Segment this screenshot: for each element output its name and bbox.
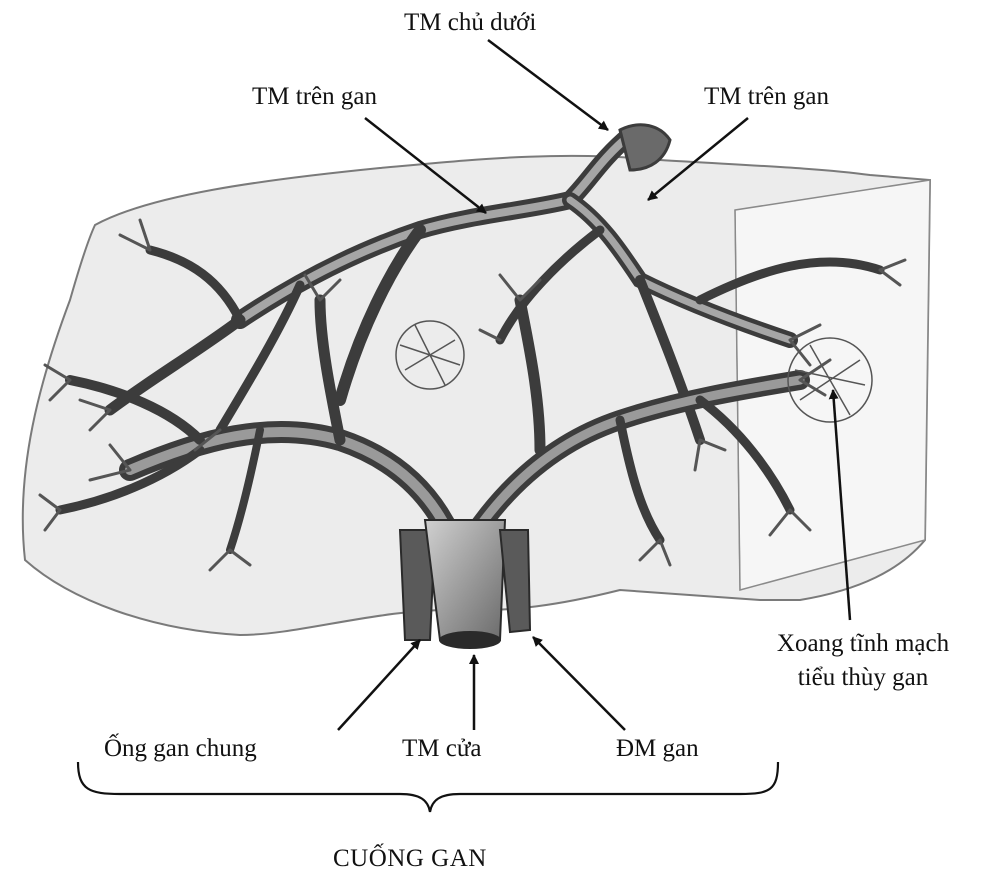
label-sinusoid: Xoang tĩnh mạch tiểu thùy gan bbox=[743, 627, 983, 695]
label-portal-vein: TM cửa bbox=[402, 736, 482, 761]
arrow-duct bbox=[338, 640, 420, 730]
label-inferior-vena-cava: TM chủ dưới bbox=[404, 10, 536, 35]
label-common-hepatic-duct: Ống gan chung bbox=[104, 736, 257, 761]
label-hepatic-artery: ĐM gan bbox=[616, 736, 699, 761]
hilum-brace bbox=[78, 762, 778, 812]
hilum-vessels bbox=[400, 520, 530, 649]
label-sinusoid-line2: tiểu thùy gan bbox=[743, 661, 983, 695]
arrow-ivc bbox=[488, 40, 608, 130]
arrow-artery bbox=[533, 637, 625, 730]
label-hepatic-vein-right: TM trên gan bbox=[704, 84, 829, 109]
label-hepatic-vein-left: TM trên gan bbox=[252, 84, 377, 109]
label-sinusoid-line1: Xoang tĩnh mạch bbox=[743, 627, 983, 661]
label-hilum: CUỐNG GAN bbox=[333, 846, 487, 870]
